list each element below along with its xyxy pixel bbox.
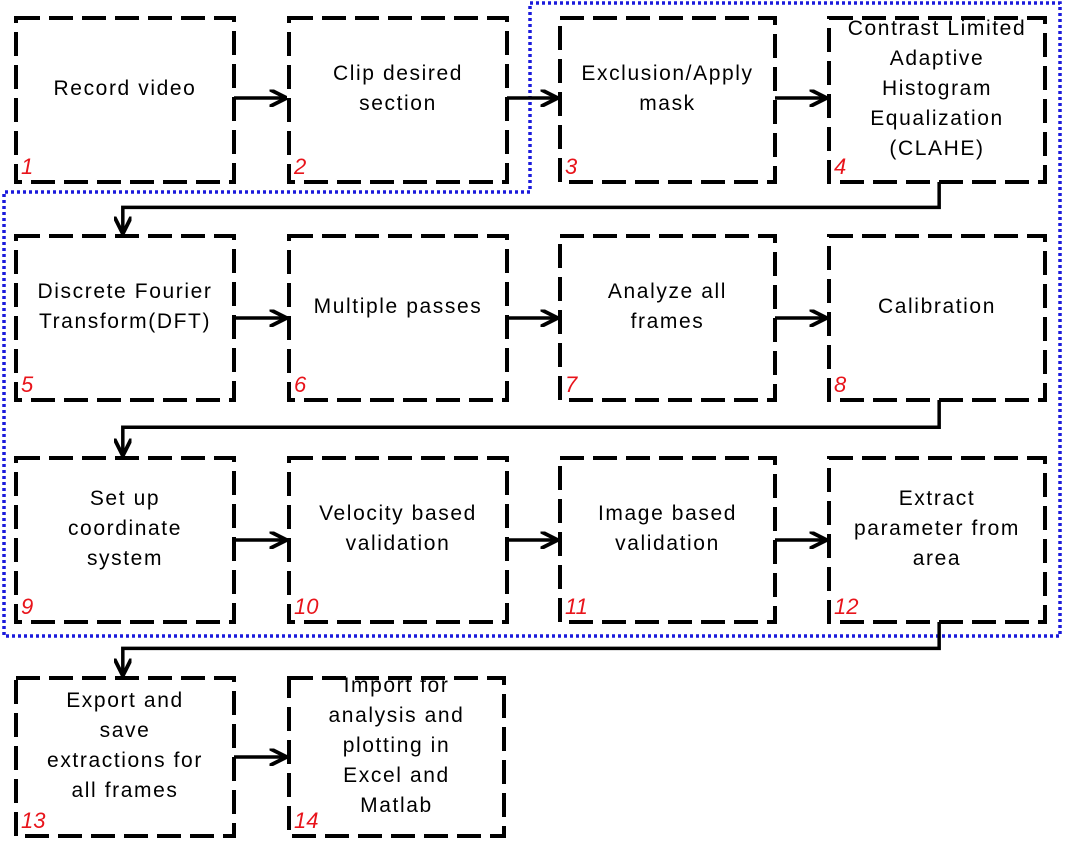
step-10-label: Velocity based validation (319, 502, 477, 555)
step-11-number: 11 (565, 594, 588, 619)
step-5-number: 5 (21, 372, 34, 397)
step-7-label: Analyze all frames (607, 280, 728, 333)
step-10-number: 10 (294, 594, 319, 619)
step-14-number: 14 (294, 808, 319, 833)
step-12-box (827, 456, 1047, 624)
step-10-box (287, 456, 509, 624)
arrow-12-to-13 (123, 622, 941, 674)
step-9-number: 9 (21, 594, 34, 619)
step-11-label: Image based validation (597, 502, 738, 555)
step-4-number: 4 (834, 154, 847, 179)
step-5-box (14, 234, 236, 402)
step-3-number: 3 (565, 154, 578, 179)
step-12-label: Extract parameter from area (854, 487, 1020, 570)
step-9-label: Set up coordinate system (67, 487, 183, 570)
arrow-8-to-9 (123, 400, 941, 454)
step-2-box (287, 16, 509, 184)
step-3-label: Exclusion/Apply mask (581, 62, 754, 115)
step-8-box (827, 234, 1047, 402)
step-12-number: 12 (834, 594, 859, 619)
step-4-label: Contrast Limited Adaptive Histogram Equa… (847, 17, 1027, 160)
step-7-box (558, 234, 777, 402)
step-13-number: 13 (21, 808, 46, 833)
step-3-box (558, 16, 777, 184)
step-2-number: 2 (294, 154, 307, 179)
processing-region-outline (2, 1, 1062, 638)
step-11-box (558, 456, 777, 624)
step-2-label: Clip desired section (332, 62, 464, 115)
step-8-label: Calibration (878, 295, 996, 318)
step-14-box (287, 676, 506, 838)
step-13-box (14, 676, 236, 838)
step-6-label: Multiple passes (313, 295, 483, 318)
arrow-4-to-5 (123, 182, 941, 232)
step-1-label: Record video (53, 77, 197, 100)
step-1-number: 1 (21, 154, 34, 179)
step-9-box (14, 456, 236, 624)
step-6-box (287, 234, 509, 402)
step-5-label: Discrete Fourier Transform(DFT) (37, 280, 213, 333)
step-13-label: Export and save extractions for all fram… (47, 689, 203, 802)
step-8-number: 8 (834, 372, 847, 397)
step-6-number: 6 (294, 372, 307, 397)
step-1-box (14, 16, 236, 184)
step-4-box (827, 16, 1047, 184)
step-14-label: Import for analysis and plotting in Exce… (328, 674, 465, 817)
step-7-number: 7 (565, 372, 578, 397)
